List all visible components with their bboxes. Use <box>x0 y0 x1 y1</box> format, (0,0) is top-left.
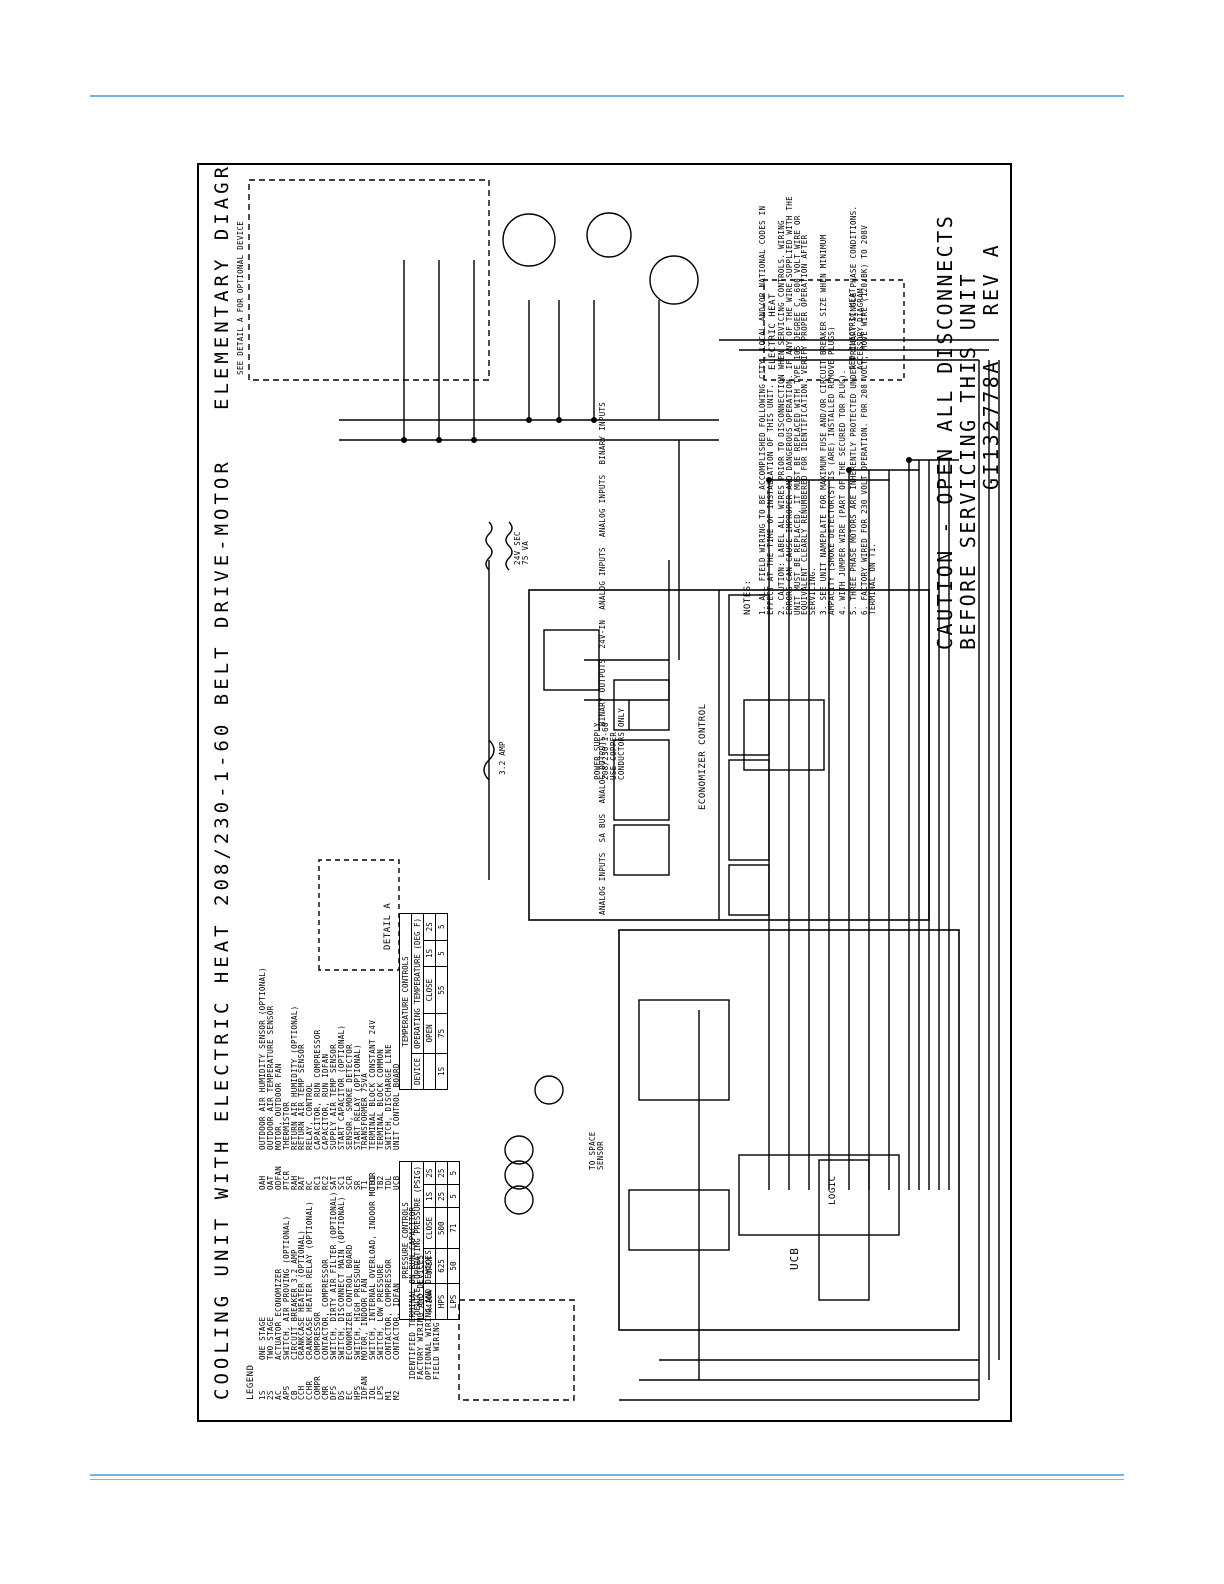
diagram-title: COOLING UNIT WITH ELECTRIC HEAT 208/230-… <box>211 458 233 1400</box>
table-cell: HPS <box>435 1283 448 1320</box>
temperature-controls-heading: TEMPERATURE CONTROLS <box>399 913 412 1090</box>
legend-item: RATRETURN AIR TEMP SENSOR <box>297 967 306 1190</box>
economizer-group-list: ANALOG INPUTS SA BUS ANALOG OUTPUTS BINARY … <box>598 392 607 915</box>
table-cell: 5 <box>435 913 448 941</box>
table-cell: 5 <box>435 940 448 967</box>
wiring-diagram-canvas: COOLING UNIT WITH ELECTRIC HEAT 208/230-… <box>199 163 1010 1420</box>
table-cell: 5 <box>447 1161 460 1185</box>
pressure-col-1s: 1S <box>423 1184 436 1208</box>
note-item: 5. THREE PHASE MOTORS ARE INHERENTLY PRO… <box>848 205 858 615</box>
wiring-diagram-frame: COOLING UNIT WITH ELECTRIC HEAT 208/230-… <box>197 163 1012 1422</box>
economizer-control-label: ECONOMIZER CONTROL <box>698 703 708 810</box>
pressure-col-close: CLOSE <box>423 1207 436 1249</box>
note-item: 4. WITH JUMPER WIRE (PART OF THE SECURED… <box>837 369 847 615</box>
pressure-controls-table: PRESSURE CONTROLS DEVICE OPERATING PRESS… <box>399 1161 460 1320</box>
wiring-schematic <box>248 179 1000 1401</box>
header-rule <box>90 95 1124 97</box>
temperature-col-close: CLOSE <box>423 966 436 1014</box>
table-cell: 25 <box>435 1161 448 1185</box>
economizer-group-label: ANALOG INPUTS <box>598 474 607 538</box>
detail-a-label: DETAIL A <box>383 902 393 950</box>
economizer-group-label: BINARY OUTPUTS <box>598 658 607 727</box>
legend-item: 1SONE STAGE <box>258 1172 267 1400</box>
to-space-sensor-label: TO SPACE SENSOR <box>588 1131 605 1170</box>
table-cell: 75 <box>435 1013 448 1054</box>
table-cell: 500 <box>435 1207 448 1249</box>
note-item: 6. FACTORY WIRED FOR 230 VOLT OPERATION.… <box>859 224 877 615</box>
note-item: 3. SEE UNIT NAMEPLATE FOR MAXIMUM FUSE A… <box>819 234 836 615</box>
footer-rule-thin <box>90 1479 1124 1480</box>
transformer-label: 24V SEC 75 VA <box>513 531 530 565</box>
temperature-col-1s: 1S <box>423 940 436 967</box>
table-cell: 625 <box>435 1248 448 1284</box>
legend-list-2: OAHOUTDOOR AIR HUMIDITY SENSOR (OPTIONAL… <box>258 967 401 1190</box>
footer-rule <box>90 1474 1124 1476</box>
diagram-subtitle: ELEMENTARY DIAGRAM <box>211 163 233 410</box>
pressure-col-device: DEVICE <box>411 1283 424 1320</box>
pressure-col-2s: 2S <box>423 1161 436 1185</box>
see-detail-a-label: SEE DETAIL A FOR OPTIONAL DEVICE <box>236 220 245 375</box>
temperature-controls-table: TEMPERATURE CONTROLS DEVICE OPERATING TE… <box>399 913 448 1090</box>
legend-item-code: M2 <box>391 1390 401 1400</box>
caution-text: CAUTION - OPEN ALL DISCONNECTS BEFORE SE… <box>933 213 980 650</box>
economizer-group-label: BINARY INPUTS <box>598 401 607 465</box>
legend-item: ODFANMOTOR, OUTDOOR FAN <box>274 967 283 1190</box>
notes-list: 1. ALL FIELD WIRING TO BE ACCOMPLISHED F… <box>758 195 879 615</box>
temperature-col-device: DEVICE <box>411 1053 424 1090</box>
economizer-group-label: ANALOG INPUTS <box>598 852 607 915</box>
table-cell: 5 <box>447 1184 460 1208</box>
pressure-subheading: OPERATING PRESSURE (PSIG) <box>411 1161 424 1284</box>
ucb-label: UCB <box>788 1247 801 1270</box>
economizer-group-label: ANALOG OUTPUTS <box>598 736 607 804</box>
economizer-group-label: SA BUS <box>598 813 607 843</box>
table-cell: 55 <box>435 966 448 1014</box>
legend-heading: LEGEND <box>246 1364 256 1400</box>
note-item: 2. CAUTION: LABEL ALL WIRES PRIOR TO DIS… <box>776 196 818 615</box>
pressure-col-open: OPEN <box>423 1248 436 1284</box>
table-cell: 25 <box>435 1184 448 1208</box>
note-item: 1. ALL FIELD WIRING TO BE ACCOMPLISHED F… <box>758 205 775 615</box>
table-cell: 50 <box>447 1248 460 1284</box>
circuit-breaker-label: 3.2 AMP <box>498 741 507 775</box>
table-row: HPS 625 500 25 25 <box>435 1161 448 1320</box>
table-row: LPS 50 71 5 5 <box>447 1161 460 1320</box>
table-row: 1S 75 55 5 5 <box>435 913 448 1090</box>
economizer-group-label: 24V-IN <box>598 619 607 649</box>
notes-heading: NOTES: <box>743 579 753 615</box>
temperature-col-2s: 2S <box>423 913 436 941</box>
economizer-group-label: ANALOG INPUTS <box>598 547 607 610</box>
table-cell: 71 <box>447 1207 460 1249</box>
temperature-subheading: OPERATING TEMPERATURE (DEG F) <box>411 913 424 1054</box>
legend-item: CCHRCRANKCASE HEATER RELAY (OPTIONAL) <box>305 1172 314 1400</box>
logic-label: LOGIC <box>828 1175 838 1205</box>
table-cell: 1S <box>435 1053 448 1090</box>
temperature-col-open: OPEN <box>423 1013 436 1054</box>
part-number: GI132778A REV A <box>979 242 1003 490</box>
pressure-controls-heading: PRESSURE CONTROLS <box>399 1161 412 1320</box>
table-cell: LPS <box>447 1283 460 1320</box>
pressure-refrigerant: R410A <box>423 1283 436 1320</box>
